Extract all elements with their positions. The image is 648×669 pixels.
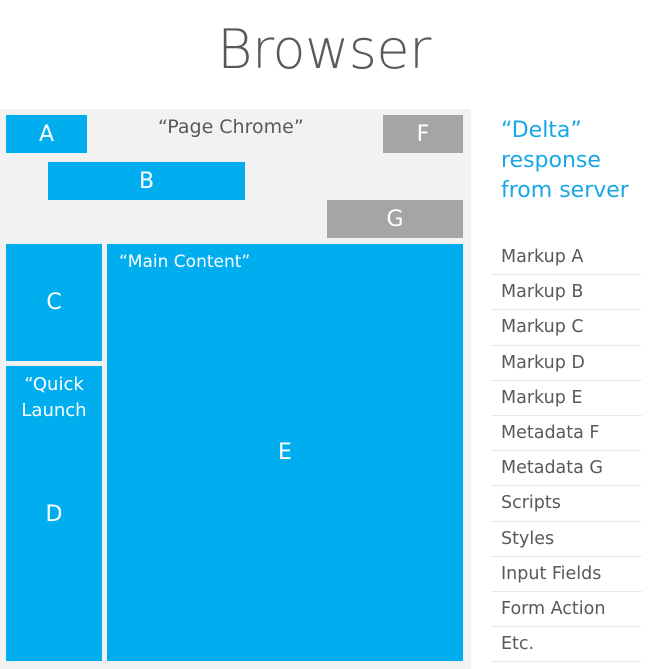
list-item: Scripts [491,486,642,522]
region-g: G [327,200,463,238]
list-item: Input Fields [491,557,642,592]
region-d-quick-launch: “Quick Launch D [6,366,102,661]
region-b-label: B [138,168,155,194]
list-item: Markup A [491,240,642,276]
list-item: Metadata G [491,451,642,487]
region-f-label: F [416,121,430,147]
region-a-label: A [38,121,55,147]
list-item: Metadata F [491,416,642,452]
list-item: Form Action [491,592,642,628]
list-item: Etc. [491,627,642,663]
list-item: Markup C [491,310,642,346]
delta-response-list: Markup A Markup B Markup C Markup D Mark… [491,240,642,663]
quick-launch-line-2: Launch [21,400,87,421]
delta-heading-line-3: from server [501,178,629,203]
quick-launch-line-1: “Quick [24,374,84,395]
region-e-label: E [278,440,292,465]
delta-heading-line-2: response [501,148,601,173]
diagram-title: Browser [217,18,431,81]
main-content-label: “Main Content” [119,252,251,272]
region-f: F [383,115,463,153]
region-c-label: C [46,290,62,315]
list-item: Markup B [491,275,642,311]
quick-launch-label: “Quick Launch [6,372,102,424]
delta-response-heading: “Delta” response from server [501,116,629,206]
region-a: A [6,115,87,153]
list-item: Markup D [491,346,642,381]
page-chrome-label: “Page Chrome” [158,116,304,138]
delta-heading-line-1: “Delta” [501,118,582,143]
region-b: B [48,162,245,200]
list-item: Markup E [491,381,642,416]
region-g-label: G [386,206,404,232]
region-e-main-content: “Main Content” E [107,244,463,661]
region-c: C [6,244,102,361]
list-item: Styles [491,522,642,557]
region-d-label: D [45,502,63,527]
